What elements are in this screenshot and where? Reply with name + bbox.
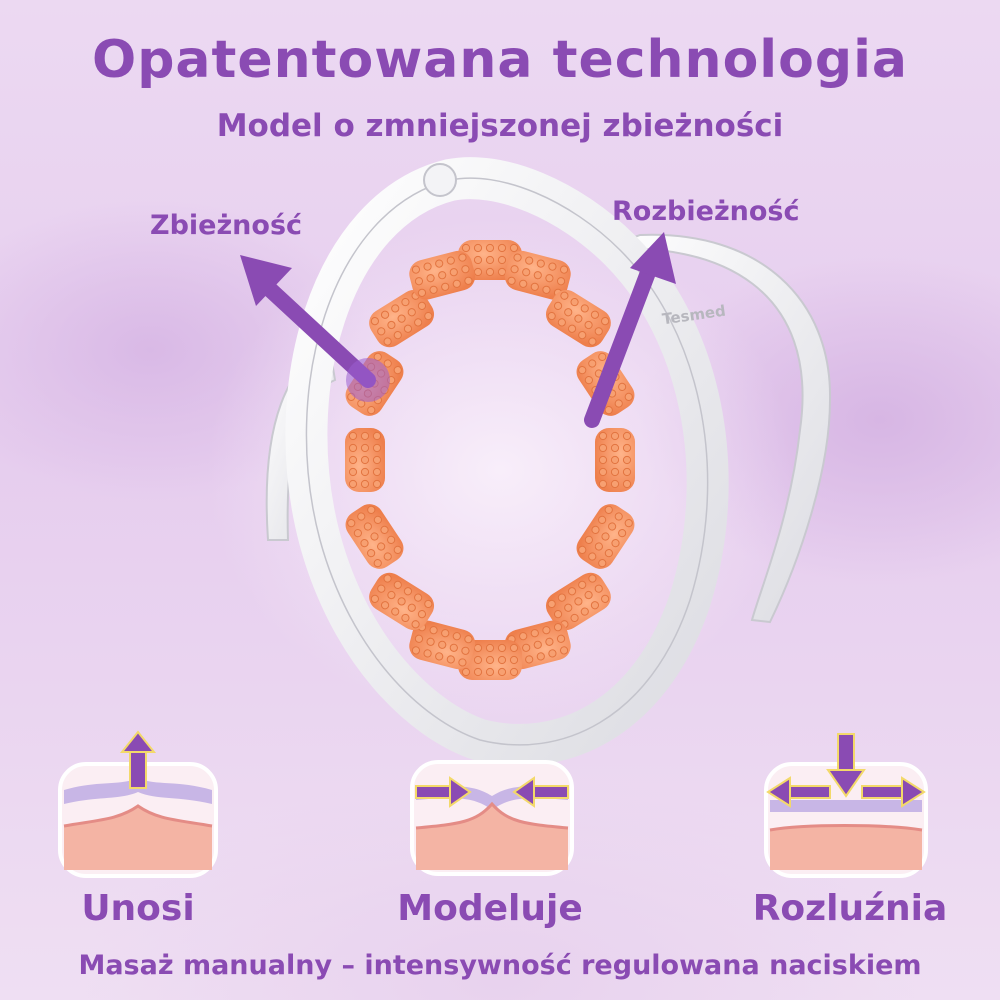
roller bbox=[576, 504, 635, 569]
roller bbox=[458, 640, 522, 680]
arrow-down-icon bbox=[826, 733, 866, 798]
right-handle bbox=[599, 233, 832, 624]
roller-group bbox=[345, 240, 635, 680]
roller bbox=[545, 572, 611, 631]
roller bbox=[369, 572, 435, 631]
roller bbox=[409, 620, 476, 670]
arrow-right-icon bbox=[861, 776, 926, 808]
roller bbox=[345, 428, 385, 492]
effect-card-relax bbox=[764, 733, 928, 878]
page-title: Opatentowana technologia bbox=[92, 30, 908, 90]
frame-knob bbox=[423, 163, 457, 197]
footer-text: Masaż manualny – intensywność regulowana… bbox=[78, 950, 922, 981]
effect-label-model: Modeluje bbox=[397, 888, 583, 929]
label-convergence: Zbieżność bbox=[150, 210, 303, 241]
roller bbox=[545, 289, 611, 348]
effect-label-relax: Rozluźnia bbox=[752, 888, 948, 929]
effect-label-lift: Unosi bbox=[81, 888, 195, 929]
convergence-arrow bbox=[240, 255, 390, 402]
arrow-left-icon bbox=[512, 776, 569, 808]
divergence-arrow bbox=[584, 232, 676, 428]
roller bbox=[409, 250, 476, 300]
label-divergence: Rozbieżność bbox=[612, 196, 800, 227]
roller bbox=[369, 289, 435, 348]
effect-card-model bbox=[410, 760, 574, 876]
roller bbox=[595, 428, 635, 492]
roller bbox=[504, 250, 571, 300]
page-subtitle: Model o zmniejszonej zbieżności bbox=[216, 108, 784, 144]
arrow-left-icon bbox=[766, 776, 831, 808]
roller bbox=[345, 504, 404, 569]
effect-card-lift bbox=[58, 730, 218, 878]
arrow-up-icon bbox=[119, 730, 157, 789]
arrow-right-icon bbox=[415, 776, 472, 808]
